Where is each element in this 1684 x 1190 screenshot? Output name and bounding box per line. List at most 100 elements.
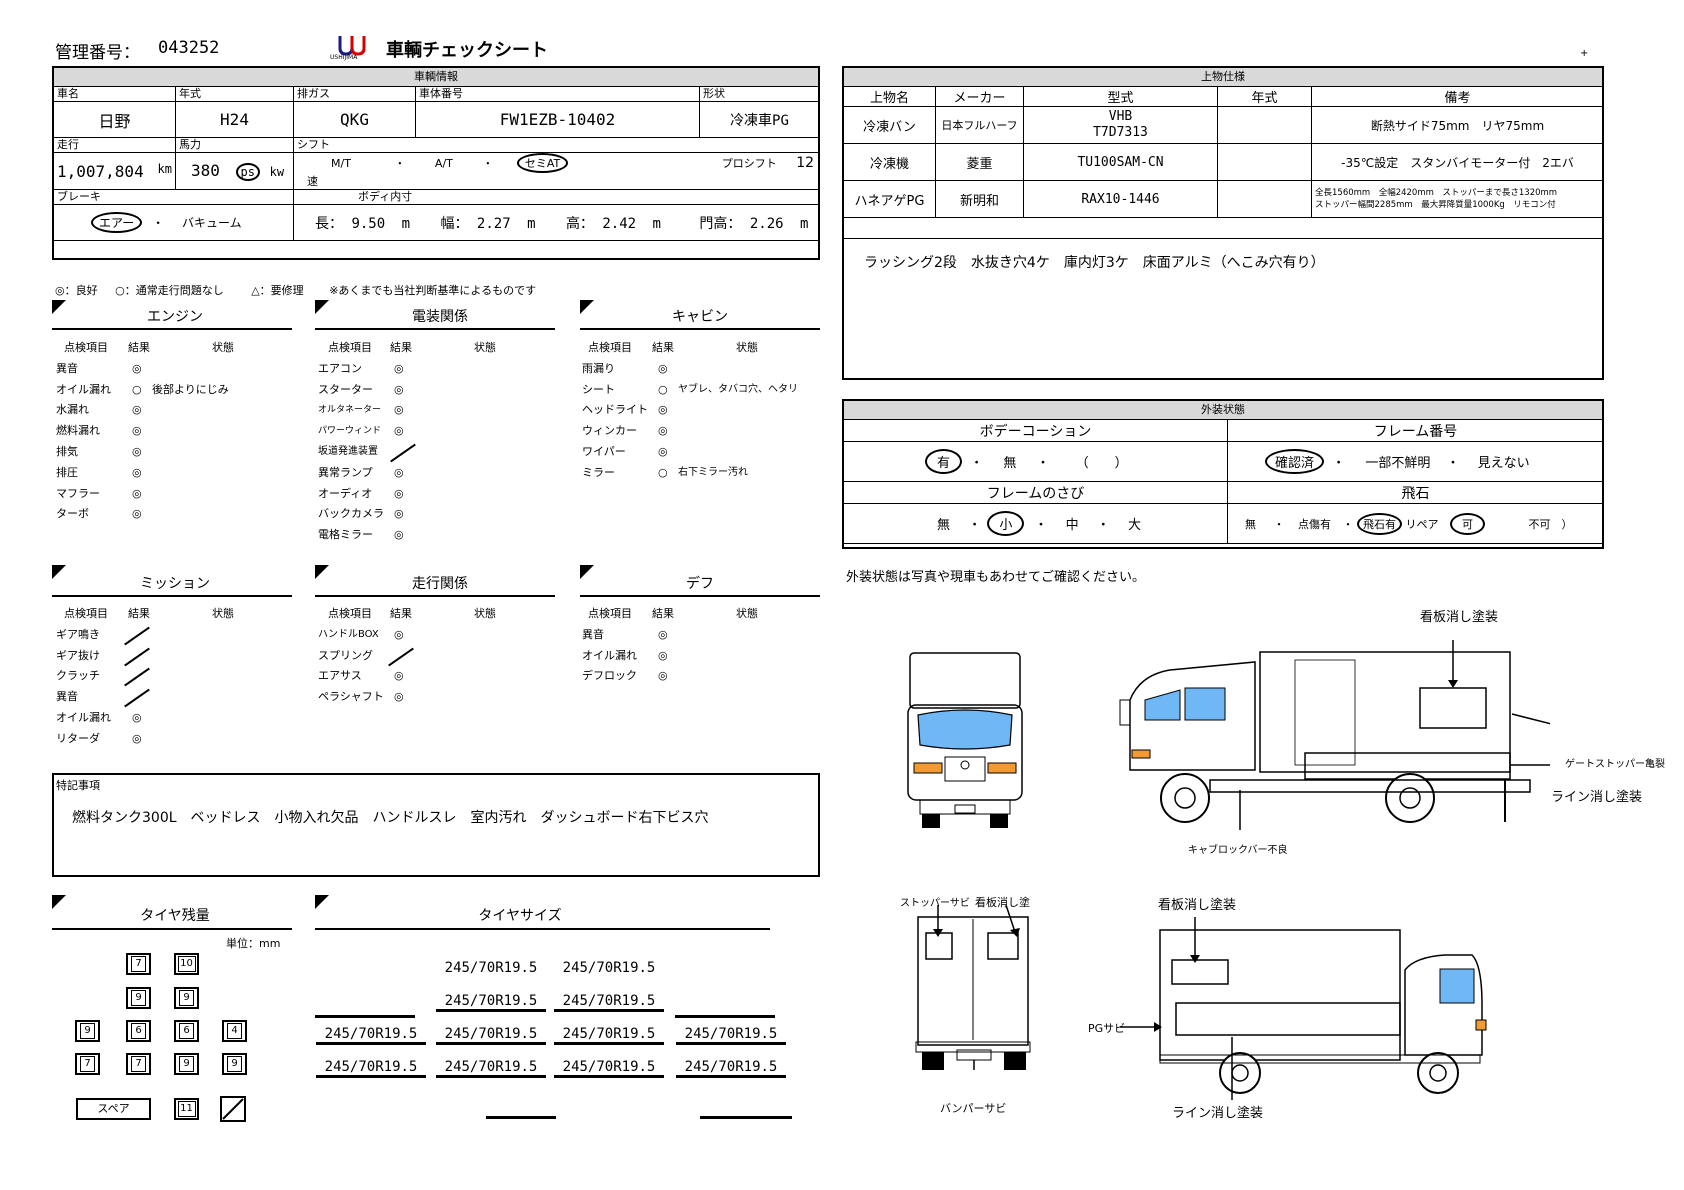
electric-item: 異常ランプ [318, 465, 373, 479]
label-year: 年式 [175, 86, 294, 102]
tyre-size: 245/70R19.5 [436, 1026, 546, 1045]
diff-title: デフ [686, 576, 714, 592]
table-row: 冷凍バン 日本フルハーフ VHB T7D7313 断熱サイド75mm リヤ75m… [843, 106, 1604, 144]
tyre-box: 10 [174, 953, 199, 975]
electric-item: オルタネーター [318, 405, 382, 416]
truck-rear-view-icon [915, 905, 1031, 1070]
electric-na-slash [390, 443, 416, 463]
body-spec-table: 上物名 メーカー 型式 年式 備考 冷凍バン 日本フルハーフ VHB T7D73… [843, 86, 1604, 218]
spec-model: VHB [1108, 109, 1133, 124]
rust-small: 小 [987, 511, 1025, 536]
engine-title: エンジン [147, 309, 203, 325]
running-result: ◎ [394, 627, 404, 641]
col-model: 型式 [1023, 86, 1218, 107]
dim-width-label: 幅： [440, 215, 469, 232]
running-item: エアサス [318, 669, 362, 683]
dim-door: 2.26 [749, 215, 784, 232]
check-header-result: 結果 [128, 341, 150, 354]
label-brake: ブレーキ [53, 189, 294, 205]
cabin-item: ヘッドライト [582, 403, 648, 417]
engine-item: オイル漏れ [56, 382, 111, 396]
check-header-item: 点検項目 [588, 341, 632, 354]
mileage-unit: km [157, 161, 172, 176]
gears-value: 12 [796, 155, 815, 171]
dim-height-unit: m [652, 215, 661, 232]
col-maker: メーカー [935, 86, 1024, 107]
engine-state: 後部よりにじみ [152, 382, 229, 396]
check-header-state: 状態 [474, 607, 496, 620]
chip-ng: 不可 ） [1528, 517, 1573, 531]
vehicle-shape: 冷凍車PG [699, 101, 820, 138]
coating-no: 無 [1003, 456, 1017, 471]
tyre-size: 245/70R19.5 [436, 993, 546, 1012]
vehicle-info-section: 車輌情報 車名 年式 排ガス 車体番号 形状 日野 H24 QKG FW1EZB… [52, 66, 820, 260]
dim-length-label: 長： [315, 215, 343, 232]
cabin-marker-icon [580, 300, 594, 314]
mission-result: ◎ [132, 710, 142, 724]
chip-none: 無 [1245, 517, 1256, 531]
spec-maker: 菱重 [935, 143, 1024, 181]
check-header-result: 結果 [652, 607, 674, 620]
cabin-result: ○ [658, 382, 668, 396]
running-result: ◎ [394, 669, 404, 683]
page-title: 車輌チェックシート [386, 40, 548, 61]
check-header-result: 結果 [390, 607, 412, 620]
hp-unit-ps: ps [235, 163, 260, 181]
tyre-size-row-rule [486, 1116, 556, 1119]
check-header-state: 状態 [212, 341, 234, 354]
tyre-value: 4 [227, 1023, 242, 1039]
legend-note: ※あくまでも当社判断基準によるものです [329, 284, 537, 297]
body-spec-section: 上物仕様 上物名 メーカー 型式 年式 備考 冷凍バン 日本フルハーフ VHB … [842, 66, 1604, 380]
electric-result: ◎ [394, 382, 404, 396]
truck-front-view-icon [907, 652, 1023, 828]
callout-cab-lock: キャブロックバー不良 [1188, 845, 1288, 856]
electric-result: ◎ [394, 507, 404, 521]
mission-na-slash [124, 667, 150, 687]
cabin-state: 右下ミラー汚れ [678, 466, 748, 478]
notes-box: 特記事項 燃料タンク300L ベッドレス 小物入れ欠品 ハンドルスレ 室内汚れ … [52, 773, 820, 877]
label-emission: 排ガス [293, 86, 416, 102]
spare-label-box: スペア [76, 1098, 151, 1120]
coating-yes: 有 [925, 449, 963, 474]
electric-item: 坂道発進装置 [318, 445, 378, 457]
callout-rear-sign: 看板消し塗 [975, 896, 1030, 909]
tyre-remain-marker-icon [52, 895, 66, 909]
tyre-box: 7 [126, 1053, 151, 1075]
brake-sep: ・ [152, 216, 165, 230]
legend-repair: △：要修理 [251, 284, 304, 297]
engine-result: ◎ [132, 486, 142, 500]
check-header-state: 状態 [474, 341, 496, 354]
callout-pg-rust: PGサビ [1088, 1022, 1126, 1035]
callout-sign-top: 看板消し塗装 [1420, 610, 1499, 625]
hp-unit-kw: kw [269, 165, 285, 179]
mission-title-rule [52, 595, 292, 597]
cabin-item: ウィンカー [582, 424, 637, 438]
mission-na-slash [124, 688, 150, 708]
sep: ・ [1332, 456, 1346, 471]
engine-marker-icon [52, 300, 66, 314]
engine-item: 燃料漏れ [56, 424, 100, 438]
running-marker-icon [315, 565, 329, 579]
chip-title: 飛石 [1227, 481, 1604, 504]
cabin-result: ◎ [658, 403, 668, 417]
sep: ・ [1034, 518, 1048, 533]
dim-width-unit: m [527, 215, 536, 232]
brake-vacuum: バキューム [181, 216, 242, 230]
spec-model-2: T7D7313 [1093, 125, 1148, 140]
body-spec-memo: ラッシング2段 水抜き穴4ケ 庫内灯3ケ 床面アルミ（へこみ穴有り） [864, 255, 1325, 271]
coating-title: ボデーコーション [843, 419, 1228, 442]
tyre-value: 6 [131, 1023, 146, 1039]
engine-result: ◎ [132, 465, 142, 479]
tyre-size: 245/70R19.5 [554, 1059, 664, 1078]
mission-na-slash [124, 647, 150, 667]
check-header-state: 状態 [736, 607, 758, 620]
vehicle-mileage: 1,007,804 [57, 161, 144, 181]
shift-sep-2: ・ [482, 157, 494, 170]
sep: ・ [1036, 456, 1050, 471]
spec-remarks-2: ストッパー幅間2285mm 最大昇降質量1000Kg リモコン付 [1315, 200, 1556, 210]
tyre-value: 7 [131, 956, 146, 972]
mission-item: クラッチ [56, 669, 100, 683]
tyre-box: 9 [222, 1053, 247, 1075]
electric-title-rule [315, 328, 555, 330]
tyre-size: 245/70R19.5 [554, 1026, 664, 1045]
